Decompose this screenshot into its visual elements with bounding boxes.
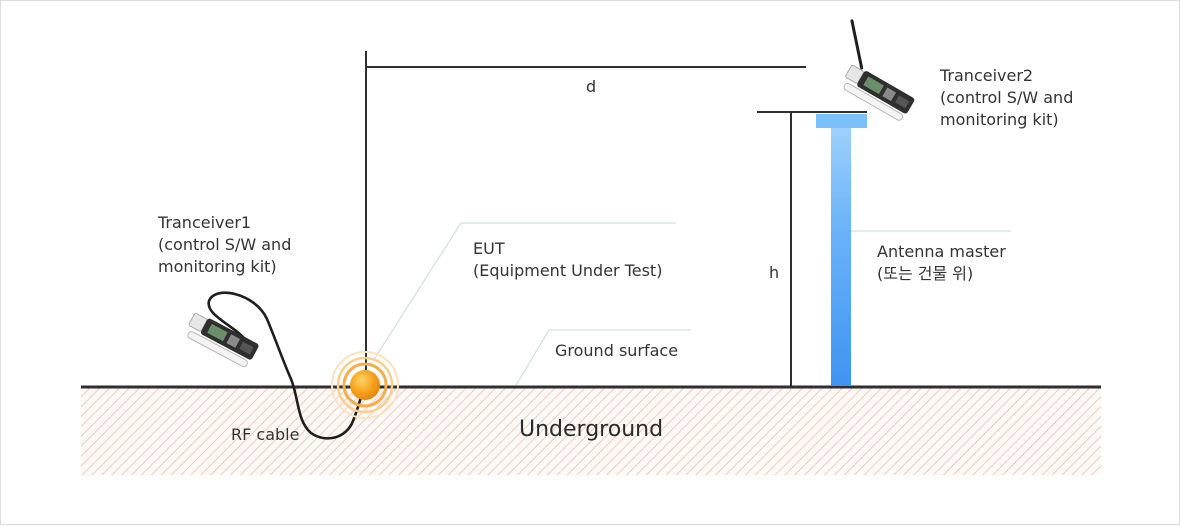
eut-label: EUT (Equipment Under Test): [473, 238, 662, 282]
transceiver2-label-line1: Tranceiver2: [940, 66, 1034, 85]
antenna-mast: [816, 114, 867, 386]
transceiver2-label-line3: monitoring kit): [940, 110, 1059, 129]
transceiver1-label-line1: Tranceiver1: [158, 213, 252, 232]
height-label: h: [769, 263, 780, 282]
rf-cable-label: RF cable: [231, 425, 300, 444]
antenna-mast-label-line1: Antenna master: [877, 242, 1006, 261]
underground-area: [81, 387, 1101, 475]
antenna-mast-label-line2: (또는 건물 위): [877, 264, 974, 283]
eut-label-line1: EUT: [473, 239, 505, 258]
underground-label: Underground: [519, 417, 664, 442]
rf-cable: [207, 291, 365, 440]
ground-surface-leader-line: [514, 329, 691, 388]
antenna-mast-label: Antenna master (또는 건물 위): [877, 241, 1006, 285]
transceiver1-device: [187, 312, 259, 368]
ground-surface-label: Ground surface: [555, 341, 679, 360]
transceiver2-label-line2: (control S/W and: [940, 88, 1074, 107]
distance-label: d: [586, 77, 597, 96]
transceiver2-device: [843, 19, 915, 121]
eut-label-line2: (Equipment Under Test): [473, 261, 663, 280]
transceiver1-label-line2: (control S/W and: [158, 235, 292, 254]
transceiver2-label: Tranceiver2 (control S/W and monitoring …: [940, 65, 1073, 131]
eut-device: [331, 351, 399, 419]
eut-leader-line: [372, 222, 676, 362]
transceiver1-label: Tranceiver1 (control S/W and monitoring …: [158, 212, 291, 278]
transceiver1-label-line3: monitoring kit): [158, 257, 277, 276]
leader-lines: [372, 222, 1011, 388]
